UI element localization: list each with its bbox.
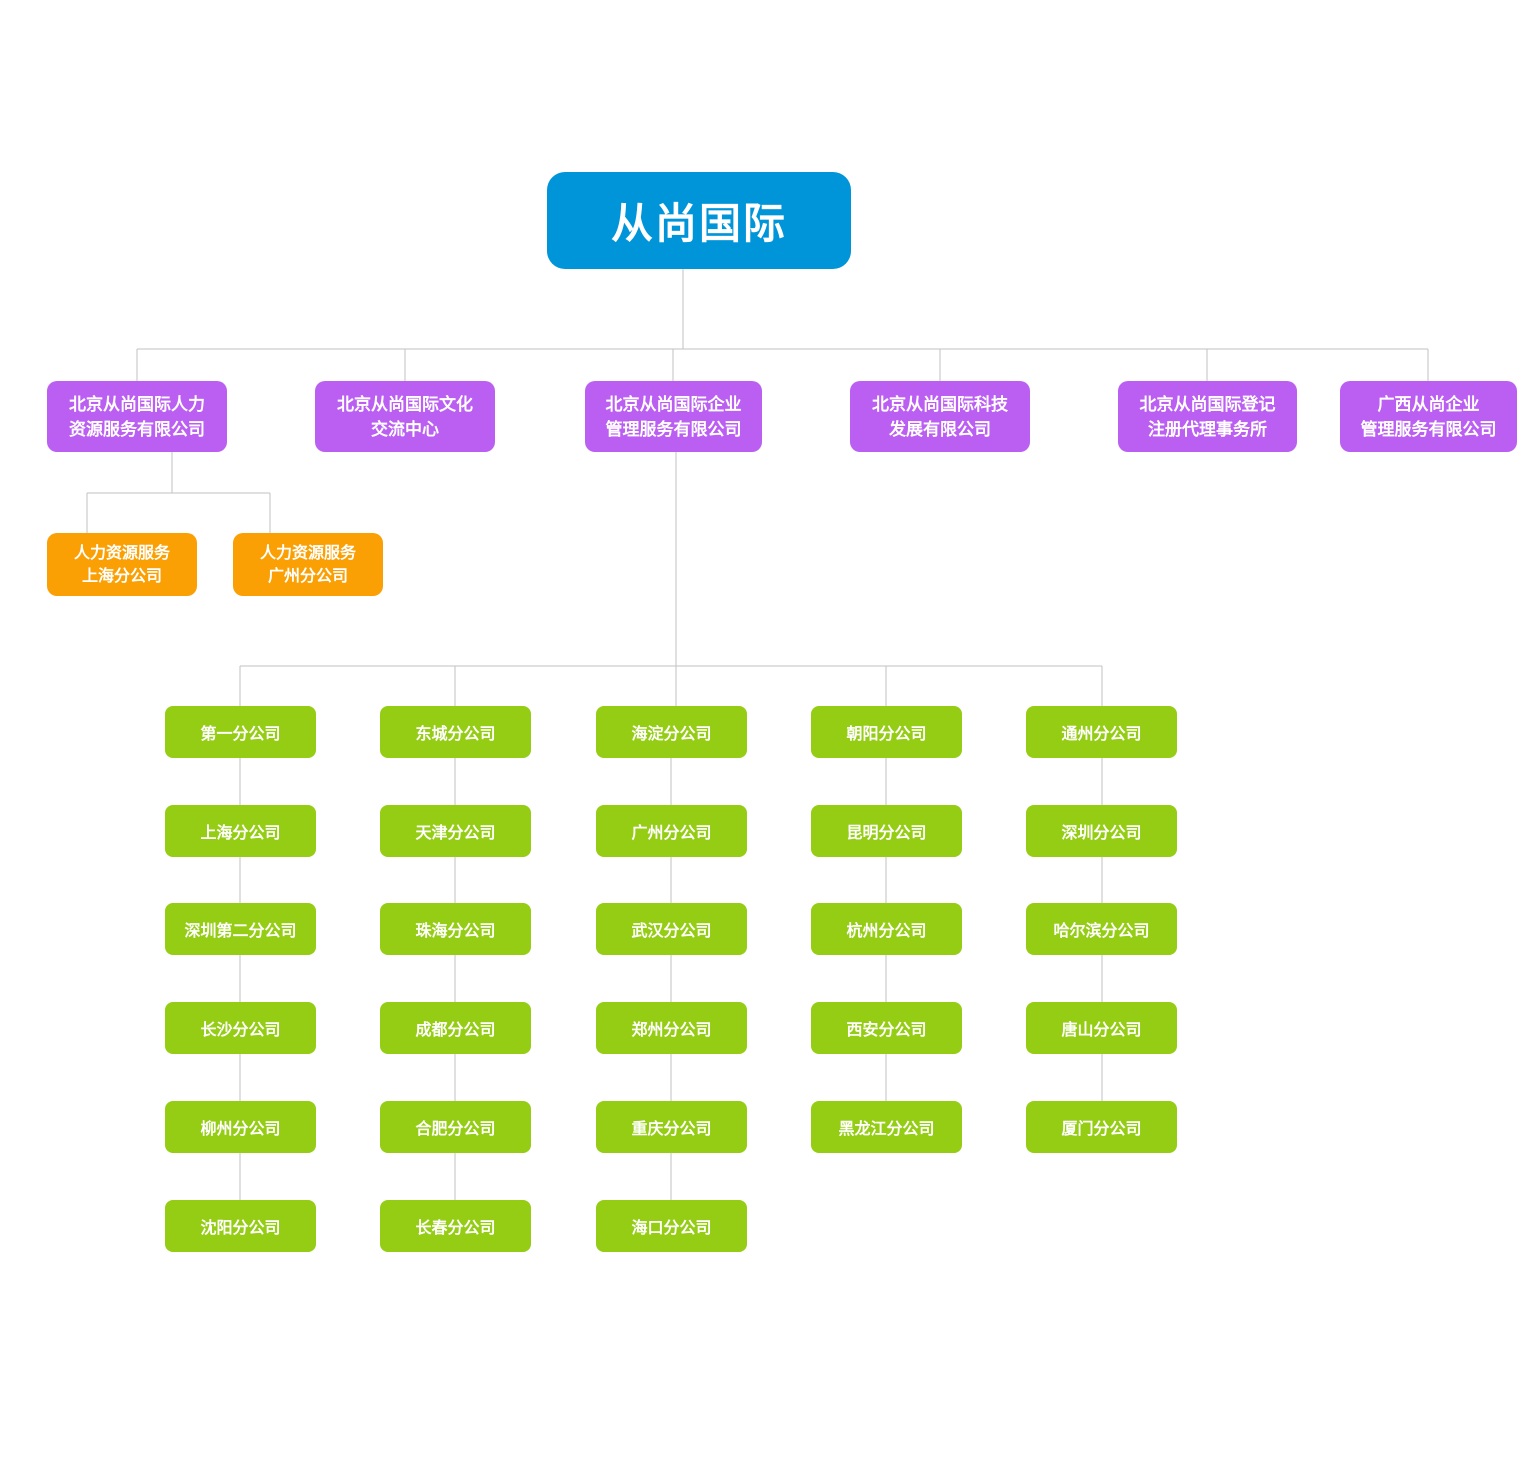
org-node-root-label: 从尚国际 — [610, 200, 787, 247]
org-node-label: 哈尔滨分公司 — [1053, 923, 1150, 940]
org-node-branch-c4-r3[interactable]: 杭州分公司 — [811, 903, 962, 955]
org-node-label: 深圳第二分公司 — [184, 923, 297, 940]
org-node-branch-c5-r5[interactable]: 厦门分公司 — [1026, 1101, 1177, 1153]
org-node-branch-c1-r4[interactable]: 长沙分公司 — [165, 1002, 316, 1054]
org-node-branch-c1-r5[interactable]: 柳州分公司 — [165, 1101, 316, 1153]
org-node-label: 广西从尚企业 — [1377, 394, 1480, 414]
connector-hr-rail — [86, 452, 271, 533]
org-node-label: 北京从尚国际人力 — [69, 394, 205, 414]
org-node-label: 郑州分公司 — [631, 1022, 712, 1039]
org-node-label: 管理服务有限公司 — [605, 419, 742, 439]
org-node-label: 海淀分公司 — [631, 726, 712, 743]
org-node-label: 杭州分公司 — [846, 923, 927, 940]
org-node-branch-c3-r3[interactable]: 武汉分公司 — [596, 903, 747, 955]
org-node-label: 长沙分公司 — [200, 1022, 281, 1039]
org-node-label: 西安分公司 — [846, 1022, 927, 1039]
org-node-branch-c2-r2[interactable]: 天津分公司 — [380, 805, 531, 857]
org-node-label: 朝阳分公司 — [846, 726, 927, 743]
org-node-branch-c2-r5[interactable]: 合肥分公司 — [380, 1101, 531, 1153]
org-node-branch-c3-r5[interactable]: 重庆分公司 — [596, 1101, 747, 1153]
org-node-label: 厦门分公司 — [1061, 1121, 1142, 1138]
org-node-label: 发展有限公司 — [889, 419, 991, 439]
org-node-label: 成都分公司 — [415, 1022, 496, 1039]
org-node-label: 黑龙江分公司 — [838, 1121, 935, 1138]
org-node-branch-c5-r4[interactable]: 唐山分公司 — [1026, 1002, 1177, 1054]
org-node-label: 上海分公司 — [81, 567, 162, 585]
org-node-label: 通州分公司 — [1061, 726, 1142, 743]
org-node-branch-c2-r3[interactable]: 珠海分公司 — [380, 903, 531, 955]
org-node-label: 第一分公司 — [200, 726, 281, 743]
org-node-label: 广州分公司 — [631, 825, 712, 842]
org-node-label: 北京从尚国际科技 — [872, 394, 1008, 414]
org-node-branch-c1-r2[interactable]: 上海分公司 — [165, 805, 316, 857]
org-node-label: 长春分公司 — [415, 1220, 496, 1237]
org-node-label: 天津分公司 — [415, 825, 496, 842]
org-node-branch-c3-r2[interactable]: 广州分公司 — [596, 805, 747, 857]
org-node-label: 海口分公司 — [631, 1220, 712, 1237]
org-node-root[interactable]: 从尚国际 — [547, 172, 851, 269]
org-node-branch-c4-r2[interactable]: 昆明分公司 — [811, 805, 962, 857]
org-node-label: 北京从尚国际企业 — [605, 394, 742, 414]
connector-branch-rail — [239, 452, 1103, 706]
org-node-branch-c4-r5[interactable]: 黑龙江分公司 — [811, 1101, 962, 1153]
org-node-branch-c1-r6[interactable]: 沈阳分公司 — [165, 1200, 316, 1252]
org-node-label: 注册代理事务所 — [1148, 419, 1267, 439]
org-node-label: 广州分公司 — [267, 567, 348, 585]
org-node-level2-guangxi[interactable]: 广西从尚企业 管理服务有限公司 — [1340, 381, 1517, 452]
org-node-level2-culture[interactable]: 北京从尚国际文化 交流中心 — [315, 381, 495, 452]
org-node-hr-shanghai[interactable]: 人力资源服务 上海分公司 — [47, 533, 197, 596]
org-node-branch-c2-r6[interactable]: 长春分公司 — [380, 1200, 531, 1252]
org-node-branch-c5-r3[interactable]: 哈尔滨分公司 — [1026, 903, 1177, 955]
org-node-label: 交流中心 — [371, 419, 439, 439]
org-node-level2-registry[interactable]: 北京从尚国际登记 注册代理事务所 — [1118, 381, 1297, 452]
org-node-branch-c2-r4[interactable]: 成都分公司 — [380, 1002, 531, 1054]
org-node-level2-hr[interactable]: 北京从尚国际人力 资源服务有限公司 — [47, 381, 227, 452]
org-node-branch-c4-r1[interactable]: 朝阳分公司 — [811, 706, 962, 758]
org-node-label: 沈阳分公司 — [200, 1220, 281, 1237]
org-node-label: 柳州分公司 — [200, 1121, 281, 1138]
org-node-branch-c2-r1[interactable]: 东城分公司 — [380, 706, 531, 758]
org-node-hr-guangzhou[interactable]: 人力资源服务 广州分公司 — [233, 533, 383, 596]
org-node-branch-c5-r2[interactable]: 深圳分公司 — [1026, 805, 1177, 857]
org-node-branch-c1-r3[interactable]: 深圳第二分公司 — [165, 903, 316, 955]
connector-root-rail — [136, 269, 1429, 381]
org-node-label: 深圳分公司 — [1061, 825, 1142, 842]
org-node-label: 上海分公司 — [200, 825, 281, 842]
org-node-branch-c3-r4[interactable]: 郑州分公司 — [596, 1002, 747, 1054]
org-node-label: 管理服务有限公司 — [1360, 419, 1497, 439]
org-node-branch-c4-r4[interactable]: 西安分公司 — [811, 1002, 962, 1054]
org-node-label: 珠海分公司 — [415, 923, 496, 940]
org-node-label: 东城分公司 — [415, 726, 496, 743]
org-node-branch-c5-r1[interactable]: 通州分公司 — [1026, 706, 1177, 758]
org-node-level2-enterprise[interactable]: 北京从尚国际企业 管理服务有限公司 — [585, 381, 762, 452]
org-node-branch-c3-r6[interactable]: 海口分公司 — [596, 1200, 747, 1252]
org-node-label: 北京从尚国际登记 — [1139, 394, 1276, 414]
org-node-label: 武汉分公司 — [631, 923, 712, 940]
org-node-label: 人力资源服务 — [73, 544, 170, 562]
org-node-branch-c1-r1[interactable]: 第一分公司 — [165, 706, 316, 758]
org-node-branch-c3-r1[interactable]: 海淀分公司 — [596, 706, 747, 758]
org-node-label: 合肥分公司 — [415, 1121, 496, 1138]
org-node-label: 重庆分公司 — [631, 1121, 712, 1138]
org-node-level2-tech[interactable]: 北京从尚国际科技 发展有限公司 — [850, 381, 1030, 452]
org-node-label: 唐山分公司 — [1061, 1022, 1142, 1039]
org-node-label: 昆明分公司 — [846, 825, 927, 842]
org-node-label: 北京从尚国际文化 — [337, 394, 473, 414]
org-node-label: 人力资源服务 — [259, 544, 356, 562]
org-node-label: 资源服务有限公司 — [69, 419, 205, 439]
